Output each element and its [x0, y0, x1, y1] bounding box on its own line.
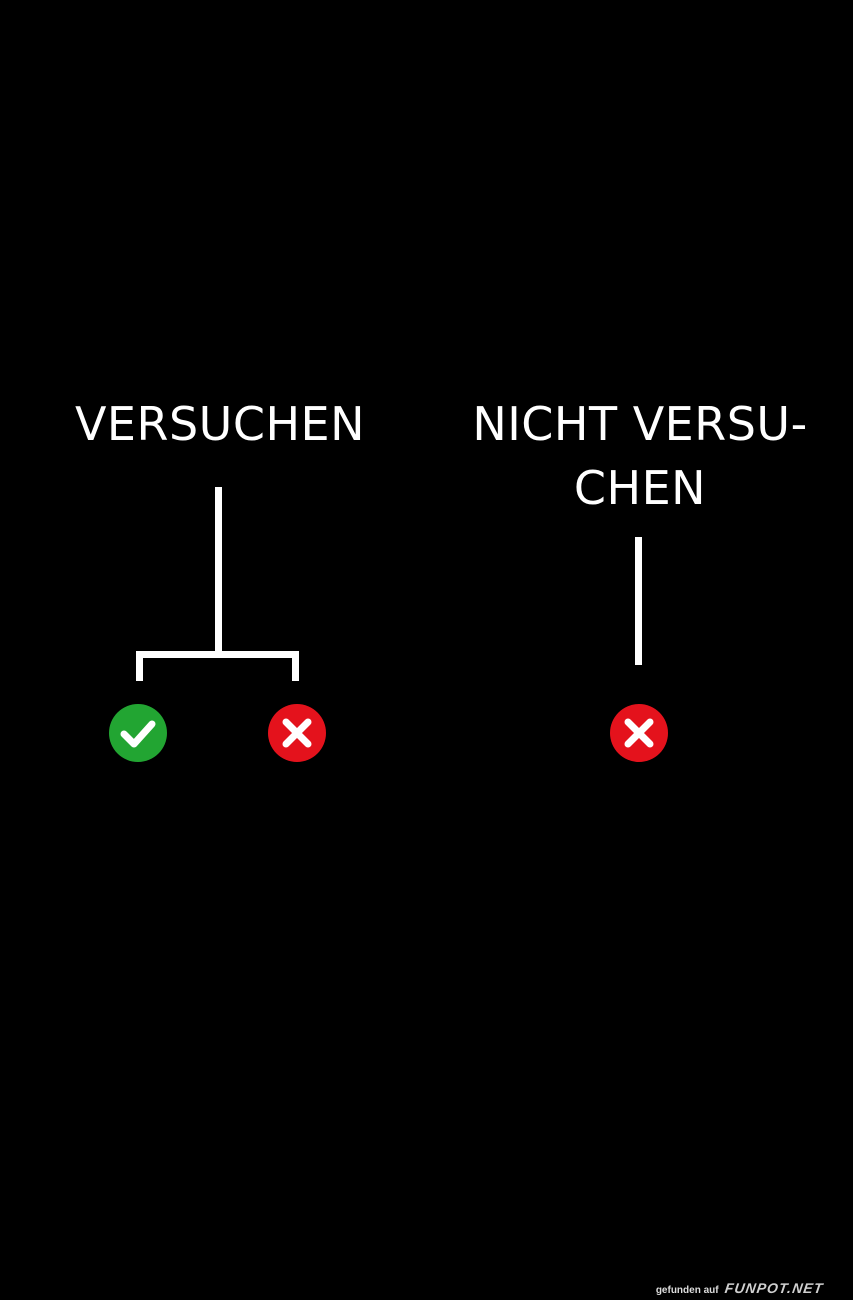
watermark-brand: FUNPOT.NET [723, 1280, 825, 1296]
watermark: gefunden auf FUNPOT.NET [655, 1280, 825, 1296]
left-option-label-text: VERSUCHEN [74, 397, 366, 451]
right-option-label: NICHT VERSU- CHEN [450, 392, 830, 520]
x-circle-icon [268, 704, 326, 762]
left-option-label: VERSUCHEN [40, 392, 400, 456]
right-option-label-line-1: NICHT VERSU- [472, 397, 808, 451]
right-connector-stem [635, 537, 642, 665]
right-option-label-line-2: CHEN [573, 461, 707, 515]
left-connector-crossbar [136, 651, 299, 658]
check-circle-icon [109, 704, 167, 762]
left-connector-branch-success [136, 651, 143, 681]
left-connector-stem [215, 487, 222, 657]
x-circle-icon [610, 704, 668, 762]
watermark-prefix: gefunden auf [655, 1285, 719, 1296]
left-connector-branch-failure [292, 651, 299, 681]
